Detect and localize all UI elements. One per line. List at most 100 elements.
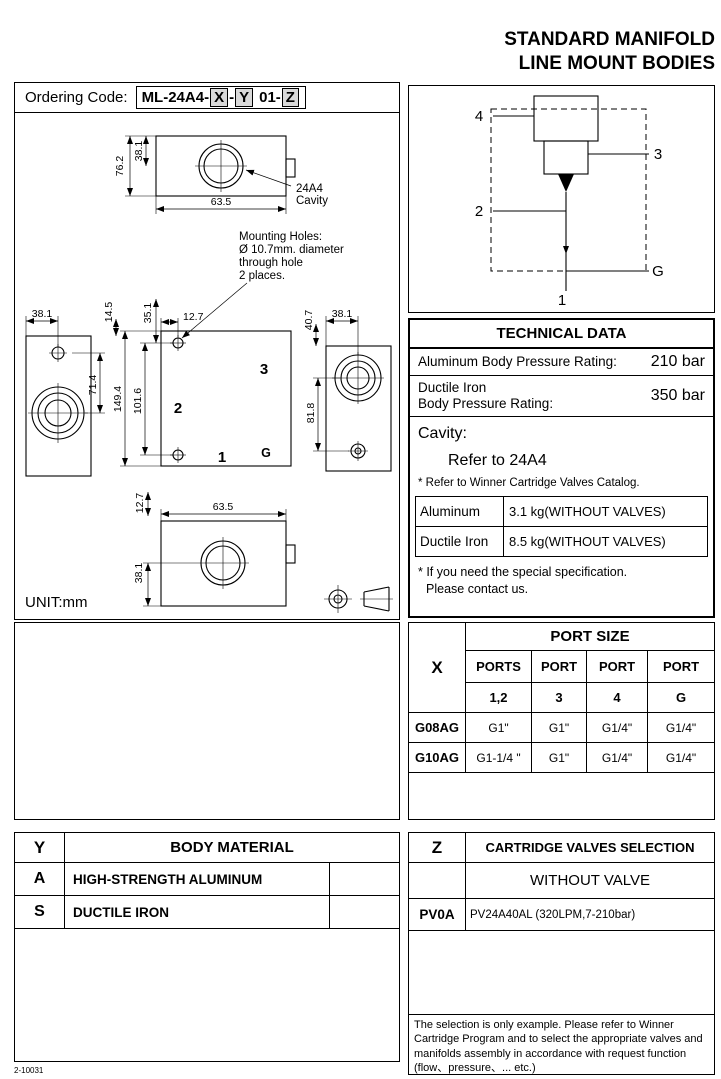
schematic-port-4: 4 bbox=[475, 108, 483, 125]
body-material-title: BODY MATERIAL bbox=[65, 833, 399, 863]
port-size-table: X PORT SIZE PORTS PORT PORT PORT 1,2 3 4… bbox=[408, 622, 715, 820]
left-side-view: 38.1 71.4 bbox=[25, 308, 105, 477]
row-g08ag-code: G08AG bbox=[409, 713, 466, 743]
weight-table: Aluminum 3.1 kg(WITHOUT VALVES) Ductile … bbox=[415, 496, 708, 558]
weight-value-aluminum: 3.1 kg(WITHOUT VALVES) bbox=[509, 504, 666, 520]
dim-76-2: 76.2 bbox=[114, 156, 126, 177]
weight-value-ductile: 8.5 kg(WITHOUT VALVES) bbox=[509, 534, 666, 550]
mounting-note-2: Ø 10.7mm. diameter bbox=[239, 244, 344, 256]
body-material-a-code: A bbox=[15, 863, 65, 896]
dim-38-1-bottom: 38.1 bbox=[133, 563, 145, 584]
projection-symbol-icon bbox=[324, 585, 393, 613]
cavity-label: Cavity: bbox=[418, 425, 467, 443]
page-title-line2: LINE MOUNT BODIES bbox=[518, 53, 715, 75]
ports-num-12: 1,2 bbox=[466, 683, 532, 713]
valve-body bbox=[543, 140, 589, 175]
ports-header-g: PORT bbox=[648, 651, 714, 683]
valve-poppet bbox=[558, 174, 574, 192]
code-x: X bbox=[210, 88, 229, 107]
body-material-filler bbox=[15, 929, 399, 1061]
cartridge-row2-code: PV0A bbox=[409, 899, 466, 931]
mounting-note-3: through hole bbox=[239, 257, 303, 269]
row-g10ag-v4: G1/4" bbox=[648, 743, 714, 773]
mounting-note-1: Mounting Holes: bbox=[239, 231, 322, 243]
ports-header-4: PORT bbox=[587, 651, 648, 683]
weight-material-aluminum: Aluminum bbox=[416, 497, 504, 527]
ordering-code-label: Ordering Code: bbox=[25, 89, 128, 106]
port-size-title: PORT SIZE bbox=[466, 623, 714, 651]
page-title: STANDARD MANIFOLD LINE MOUNT BODIES bbox=[504, 28, 715, 77]
dim-38-1-top: 38.1 bbox=[133, 141, 145, 162]
body-material-s-extra bbox=[330, 896, 399, 929]
ports-num-4: 4 bbox=[587, 683, 648, 713]
dimension-drawing: 76.2 38.1 63.5 24A4 Cavity Mounting Hole… bbox=[25, 135, 393, 613]
row-g08ag-v3: G1/4" bbox=[587, 713, 648, 743]
port-size-x-key: X bbox=[409, 623, 466, 713]
bottom-view: 63.5 12.7 38.1 bbox=[133, 492, 296, 607]
ordering-code-row: Ordering Code: ML-24A4- X - Y 01- Z bbox=[15, 83, 399, 113]
row-g08ag-v2: G1" bbox=[532, 713, 587, 743]
body-material-table: Y BODY MATERIAL A HIGH-STRENGTH ALUMINUM… bbox=[14, 832, 400, 1062]
row-g10ag-v2: G1" bbox=[532, 743, 587, 773]
drawing-panel: Ordering Code: ML-24A4- X - Y 01- Z bbox=[14, 82, 400, 620]
mounting-note-4: 2 places. bbox=[239, 270, 285, 282]
cavity-section: Cavity: Refer to 24A4 * Refer to Winner … bbox=[410, 417, 713, 491]
cavity-note: * Refer to Winner Cartridge Valves Catal… bbox=[418, 477, 640, 490]
ductile-label-line1: Ductile Iron bbox=[418, 380, 487, 395]
cartridge-z-key: Z bbox=[409, 833, 466, 863]
port-g-label: G bbox=[261, 446, 271, 460]
dim-40-7: 40.7 bbox=[303, 310, 315, 331]
dim-38-1-left: 38.1 bbox=[32, 308, 53, 320]
special-spec-note: * If you need the special specification.… bbox=[410, 560, 713, 601]
schematic-panel: 4 3 2 G 1 bbox=[408, 85, 715, 313]
port-3-label: 3 bbox=[260, 361, 268, 378]
page-title-line1: STANDARD MANIFOLD bbox=[504, 29, 715, 50]
row-g08ag-v4: G1/4" bbox=[648, 713, 714, 743]
body-material-a-label: HIGH-STRENGTH ALUMINUM bbox=[65, 863, 330, 896]
weight-material-ductile: Ductile Iron bbox=[416, 527, 504, 557]
ports-header-3: PORT bbox=[532, 651, 587, 683]
row-g10ag-v3: G1/4" bbox=[587, 743, 648, 773]
dim-101-6: 101.6 bbox=[132, 388, 144, 414]
row-g10ag-code: G10AG bbox=[409, 743, 466, 773]
body-material-s-label: DUCTILE IRON bbox=[65, 896, 330, 929]
dim-14-5: 14.5 bbox=[103, 302, 115, 323]
empty-panel bbox=[14, 622, 400, 820]
dim-12-7-front: 12.7 bbox=[183, 311, 204, 323]
weight-row-aluminum: Aluminum 3.1 kg(WITHOUT VALVES) bbox=[416, 497, 707, 527]
cartridge-filler bbox=[409, 931, 714, 1014]
cavity-callout-line2: Cavity bbox=[296, 195, 328, 207]
ductile-label-line2: Body Pressure Rating: bbox=[418, 396, 554, 412]
dim-35-1: 35.1 bbox=[142, 303, 154, 324]
mounting-holes-note: Mounting Holes: Ø 10.7mm. diameter throu… bbox=[181, 231, 344, 339]
front-view: 3 2 1 G 12.7 35.1 14.5 149.4 101.6 bbox=[103, 299, 292, 467]
aluminum-pressure-label: Aluminum Body Pressure Rating: bbox=[418, 353, 617, 369]
cartridge-row1-code bbox=[409, 863, 466, 899]
ductile-pressure-value: 350 bar bbox=[650, 387, 705, 405]
dim-63-5-bottom: 63.5 bbox=[213, 501, 234, 513]
ports-num-3: 3 bbox=[532, 683, 587, 713]
right-side-view: 38.1 40.7 81.8 bbox=[303, 308, 392, 472]
special-spec-line1: * If you need the special specification. bbox=[418, 565, 628, 580]
schematic-port-2: 2 bbox=[475, 203, 483, 220]
body-material-y-key: Y bbox=[15, 833, 65, 863]
technical-data-header: TECHNICAL DATA bbox=[410, 320, 713, 349]
body-material-a-extra bbox=[330, 863, 399, 896]
ports-header-12: PORTS bbox=[466, 651, 532, 683]
cartridge-title: CARTRIDGE VALVES SELECTION bbox=[466, 833, 714, 863]
port-1-label: 1 bbox=[218, 449, 226, 466]
top-view: 76.2 38.1 63.5 24A4 Cavity bbox=[114, 135, 328, 214]
ordering-code-value: ML-24A4- X - Y 01- Z bbox=[135, 86, 306, 109]
schematic-port-3: 3 bbox=[654, 146, 662, 163]
special-spec-line2: Please contact us. bbox=[426, 581, 529, 596]
cartridge-row1-label: WITHOUT VALVE bbox=[466, 863, 714, 899]
valve-schematic: 4 3 2 G 1 bbox=[475, 95, 664, 309]
code-mid: 01- bbox=[259, 89, 281, 106]
ports-num-g: G bbox=[648, 683, 714, 713]
technical-data-panel: TECHNICAL DATA Aluminum Body Pressure Ra… bbox=[408, 318, 715, 618]
body-material-s-code: S bbox=[15, 896, 65, 929]
cavity-value: Refer to 24A4 bbox=[448, 452, 547, 470]
row-g08ag-v1: G1" bbox=[466, 713, 532, 743]
dim-63-5-top: 63.5 bbox=[211, 196, 232, 208]
